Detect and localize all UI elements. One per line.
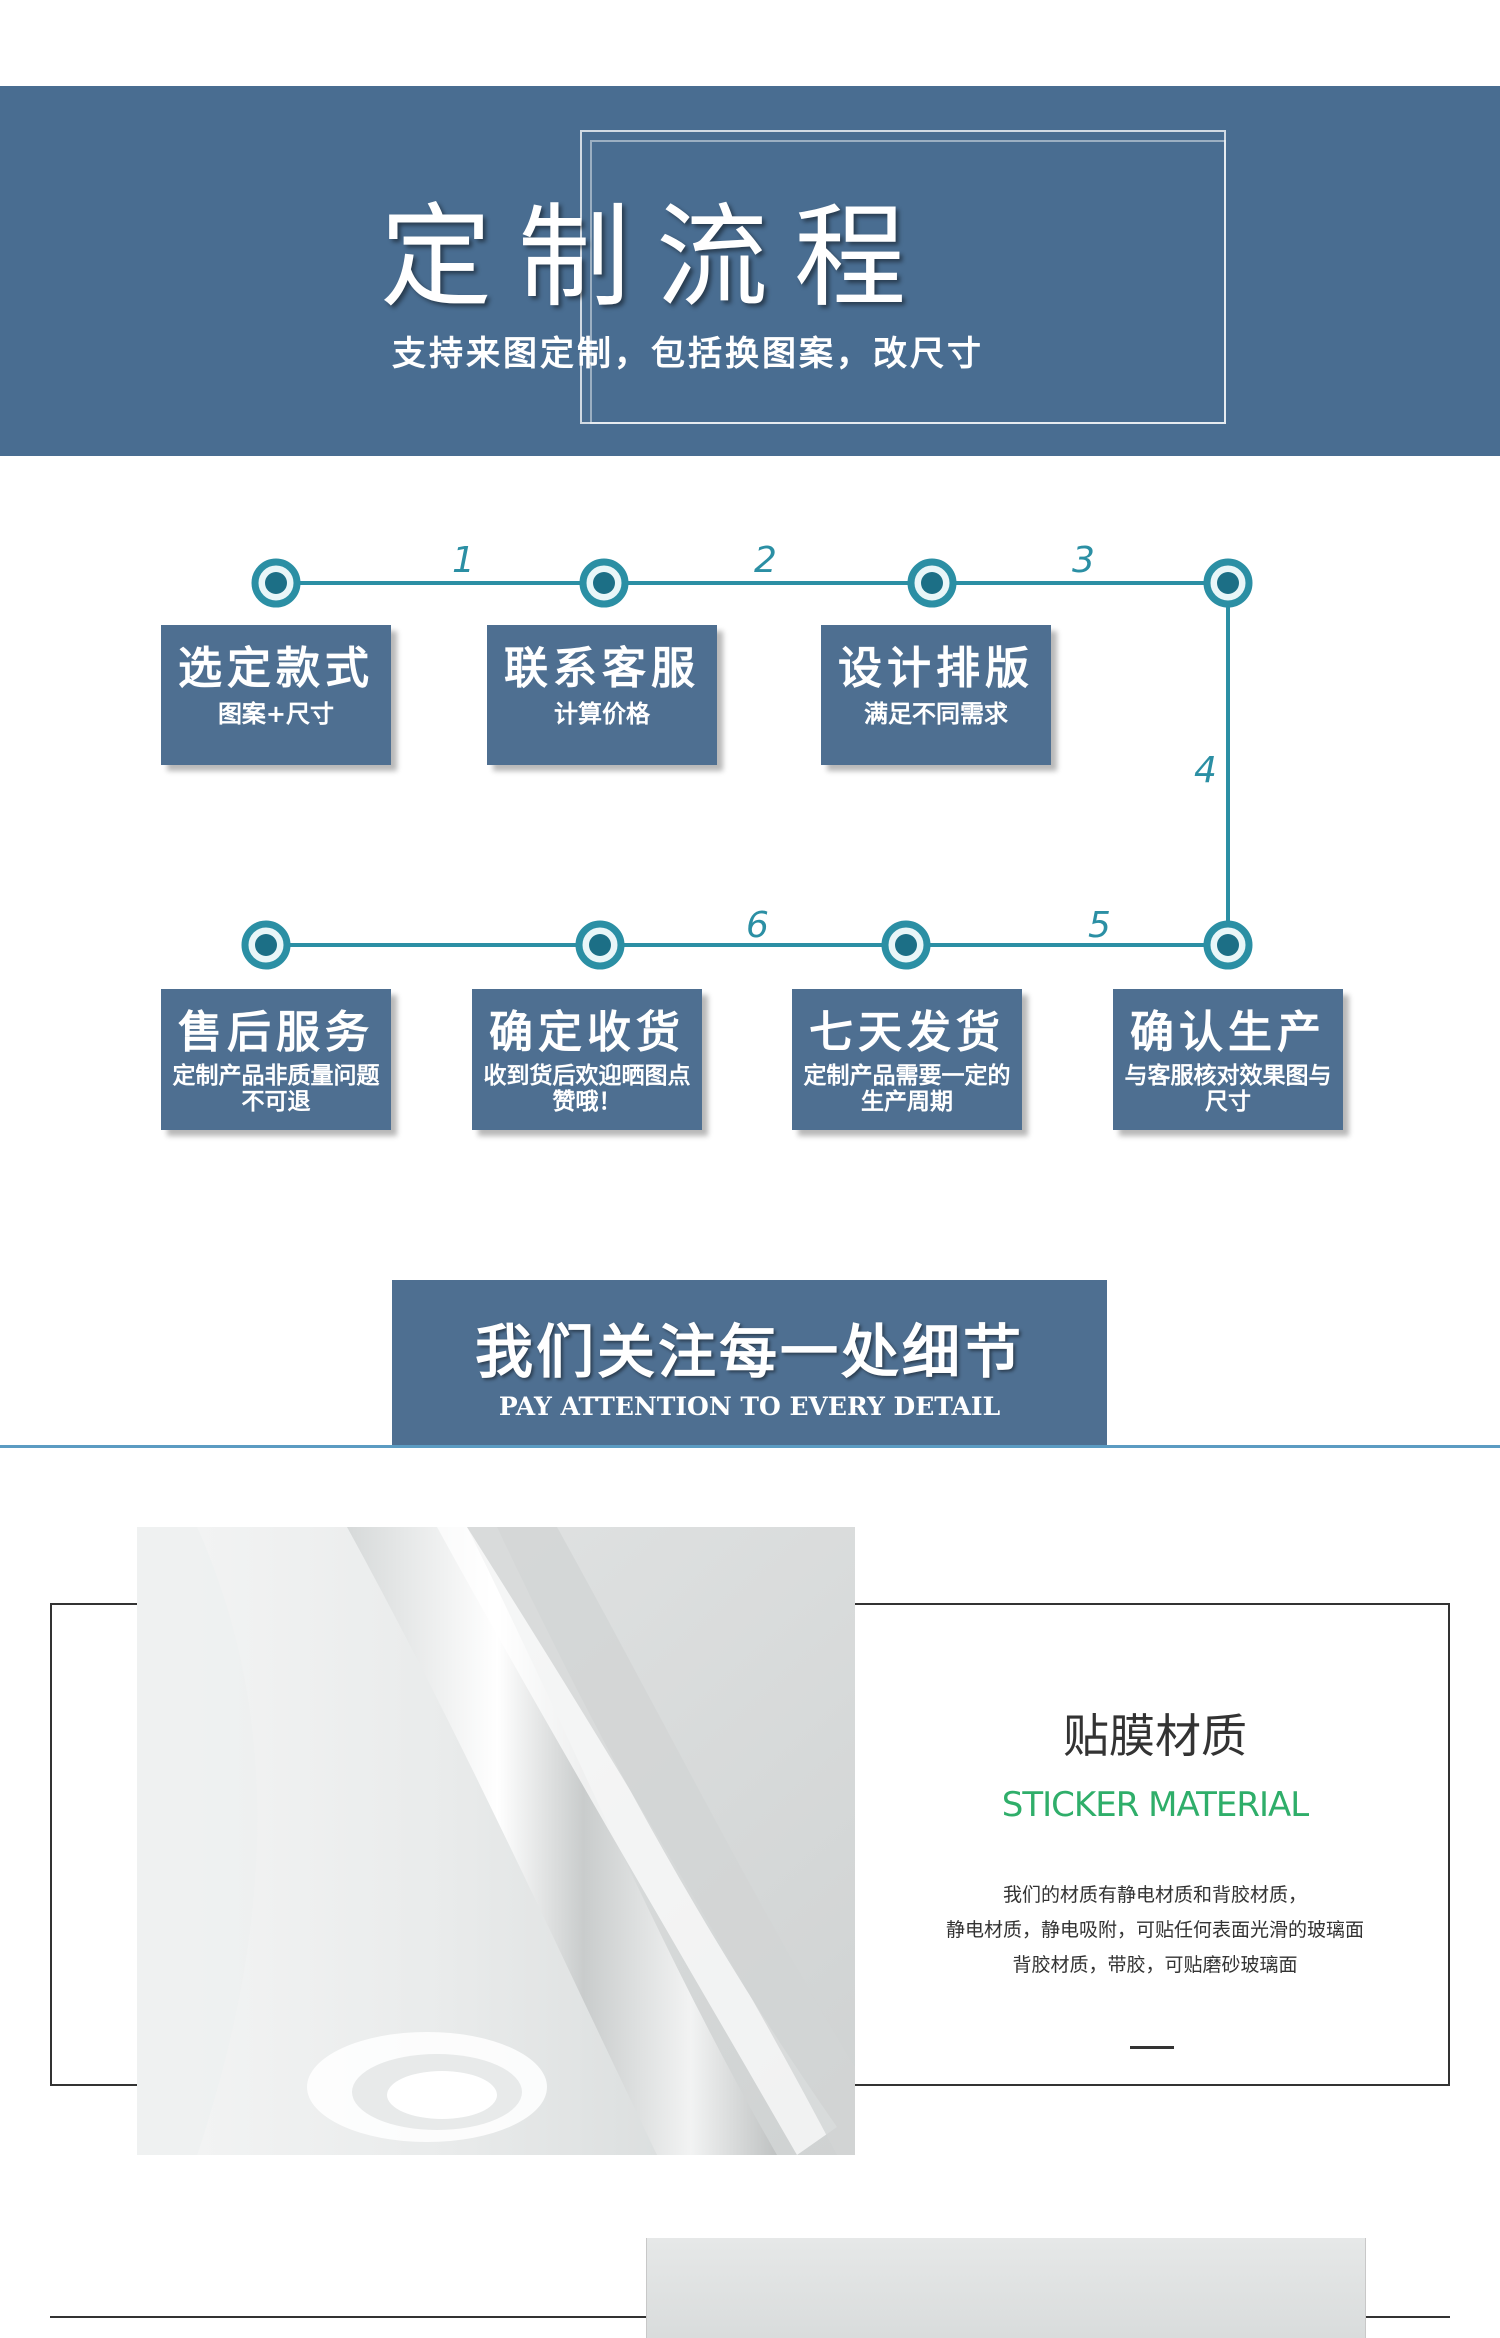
step-number-1: 1 [452, 540, 475, 581]
film-roll-image [137, 1527, 855, 2155]
detail-header-box [392, 1280, 1107, 1445]
flow-line [266, 581, 1230, 947]
step-confirm-production: 确认生产 与客服核对效果图与尺寸 [1113, 989, 1343, 1130]
step-select-style: 选定款式 图案+尺寸 [161, 625, 391, 765]
step-title: 设计排版 [838, 643, 1034, 694]
step-desc: 定制产品非质量问题不可退 [172, 1063, 380, 1115]
step-seven-day-shipping: 七天发货 定制产品需要一定的生产周期 [792, 989, 1022, 1130]
material-title: 贴膜材质 [1063, 1709, 1247, 1763]
second-card-photo [646, 2238, 1366, 2338]
material-dash [1130, 2046, 1174, 2049]
step-desc: 计算价格 [554, 700, 650, 728]
flow-node-6 [881, 920, 931, 970]
step-desc: 与客服核对效果图与尺寸 [1124, 1063, 1332, 1115]
step-title: 确认生产 [1130, 1007, 1326, 1058]
banner-frame-inner [590, 140, 1226, 424]
section-divider [0, 1445, 1500, 1448]
flow-node-4 [1203, 558, 1253, 608]
step-after-sales: 售后服务 定制产品非质量问题不可退 [161, 989, 391, 1130]
flow-node-2 [579, 558, 629, 608]
flow-node-7 [575, 920, 625, 970]
step-title: 确定收货 [489, 1007, 685, 1058]
step-desc: 收到货后欢迎晒图点赞哦！ [483, 1063, 691, 1115]
material-desc-line: 背胶材质，带胶，可贴磨砂玻璃面 [1012, 1954, 1298, 1976]
step-title: 联系客服 [504, 643, 700, 694]
step-number-2: 2 [754, 540, 777, 581]
banner-title: 定制流程 [380, 193, 932, 323]
step-desc: 图案+尺寸 [217, 700, 335, 728]
step-design-layout: 设计排版 满足不同需求 [821, 625, 1051, 765]
material-photo [137, 1527, 855, 2155]
process-flow-diagram: 1 2 3 4 5 6 [241, 540, 1253, 970]
step-number-4: 4 [1194, 750, 1217, 791]
material-desc-line: 我们的材质有静电材质和背胶材质， [1002, 1884, 1307, 1906]
step-desc: 满足不同需求 [864, 700, 1008, 728]
flow-node-1 [251, 558, 301, 608]
detail-title: 我们关注每一处细节 [474, 1318, 1024, 1386]
banner-subtitle: 支持来图定制，包括换图案，改尺寸 [392, 334, 984, 374]
flow-node-3 [907, 558, 957, 608]
step-desc: 定制产品需要一定的生产周期 [803, 1063, 1011, 1115]
step-number-5: 5 [1088, 905, 1111, 946]
step-number-6: 6 [746, 905, 769, 946]
detail-subtitle: PAY ATTENTION TO EVERY DETAIL [498, 1392, 1001, 1421]
step-title: 选定款式 [178, 643, 374, 694]
step-number-3: 3 [1072, 540, 1095, 581]
step-title: 售后服务 [178, 1007, 374, 1058]
material-title-en: STICKER MATERIAL [1001, 1785, 1309, 1825]
flow-node-5 [1203, 920, 1253, 970]
flow-node-8 [241, 920, 291, 970]
step-confirm-receipt: 确定收货 收到货后欢迎晒图点赞哦！ [472, 989, 702, 1130]
material-desc-line: 静电材质，静电吸附，可贴任何表面光滑的玻璃面 [945, 1919, 1364, 1941]
banner-frame-outer [580, 130, 1226, 424]
process-banner [0, 86, 1500, 456]
material-description: 我们的材质有静电材质和背胶材质， 静电材质，静电吸附，可贴任何表面光滑的玻璃面 … [880, 1878, 1430, 1983]
step-contact-service: 联系客服 计算价格 [487, 625, 717, 765]
step-title: 七天发货 [809, 1007, 1005, 1058]
